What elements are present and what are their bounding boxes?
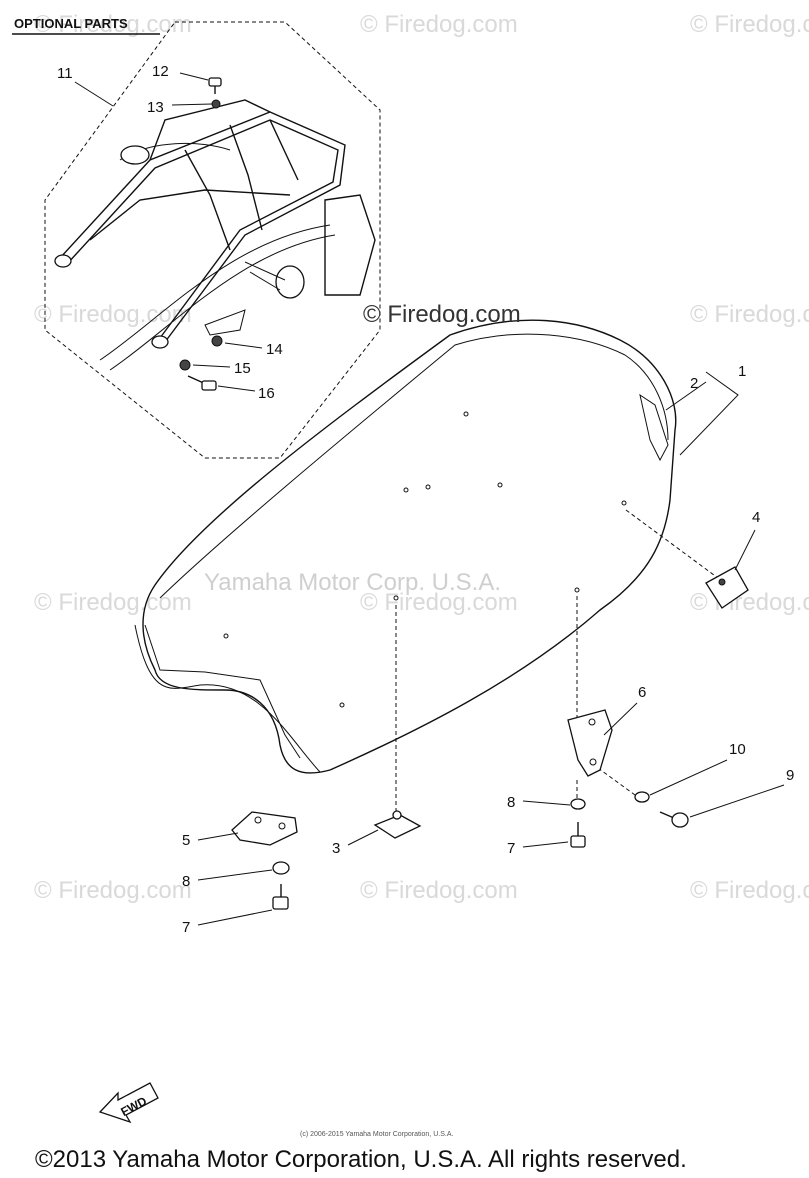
callout-8: 8 <box>182 873 190 890</box>
callout-3: 3 <box>332 840 340 857</box>
callout-5: 5 <box>182 832 190 849</box>
callout-9: 9 <box>786 767 794 784</box>
optional-parts-enclosure <box>44 21 381 459</box>
callout-11: 11 <box>57 65 73 82</box>
callout-7: 7 <box>507 840 515 857</box>
callout-7: 7 <box>182 919 190 936</box>
rack-hardware <box>179 77 223 391</box>
part-7-bolt-left <box>272 884 289 910</box>
part-8-washer-right <box>570 798 586 810</box>
watermark: © Firedog.com <box>360 877 518 904</box>
part-6-bracket <box>567 709 613 777</box>
watermark: © Firedog.com <box>690 589 809 616</box>
callout-13: 13 <box>147 99 164 116</box>
callout-layer: 11 12 13 14 15 16 2 1 4 6 10 9 8 7 3 5 8… <box>57 63 794 936</box>
watermark: © Firedog.com <box>34 589 192 616</box>
callout-10: 10 <box>729 741 746 758</box>
watermark: © Firedog.com <box>34 301 192 328</box>
watermark: © Firedog.com <box>690 877 809 904</box>
callout-16: 16 <box>258 385 275 402</box>
callout-14: 14 <box>266 341 283 358</box>
watermark: © Firedog.com <box>690 11 809 38</box>
callout-4: 4 <box>752 509 760 526</box>
part-9-bolt <box>659 811 689 828</box>
watermark: © Firedog.com <box>360 589 518 616</box>
callout-1: 1 <box>738 363 746 380</box>
callout-6: 6 <box>638 684 646 701</box>
center-watermark: © Firedog.com <box>363 301 521 328</box>
seat <box>134 319 677 774</box>
part-10-washer <box>634 791 650 803</box>
callout-15: 15 <box>234 360 251 377</box>
watermark: © Firedog.com <box>360 11 518 38</box>
fwd-arrow: FWD <box>98 1082 159 1124</box>
watermark-layer: © Firedog.com © Firedog.com © Firedog.co… <box>34 11 809 904</box>
callout-2: 2 <box>690 375 698 392</box>
part-3-clip <box>373 814 422 839</box>
callout-8: 8 <box>507 794 515 811</box>
small-copyright: (c) 2006-2015 Yamaha Motor Corporation, … <box>300 1131 453 1138</box>
part-8-washer-left <box>272 861 290 875</box>
luggage-rack <box>54 99 376 371</box>
callout-12: 12 <box>152 63 169 80</box>
corp-watermark: Yamaha Motor Corp. U.S.A. <box>204 569 501 596</box>
watermark: © Firedog.com <box>34 877 192 904</box>
part-5-plate <box>231 811 298 846</box>
assembly-lines <box>395 509 719 815</box>
optional-parts-title: OPTIONAL PARTS <box>14 16 128 31</box>
footer-copyright: ©2013 Yamaha Motor Corporation, U.S.A. A… <box>35 1146 687 1173</box>
leader-lines <box>74 72 785 926</box>
part-7-bolt-right <box>570 822 586 848</box>
watermark: © Firedog.com <box>690 301 809 328</box>
part-4-clip <box>705 566 749 609</box>
